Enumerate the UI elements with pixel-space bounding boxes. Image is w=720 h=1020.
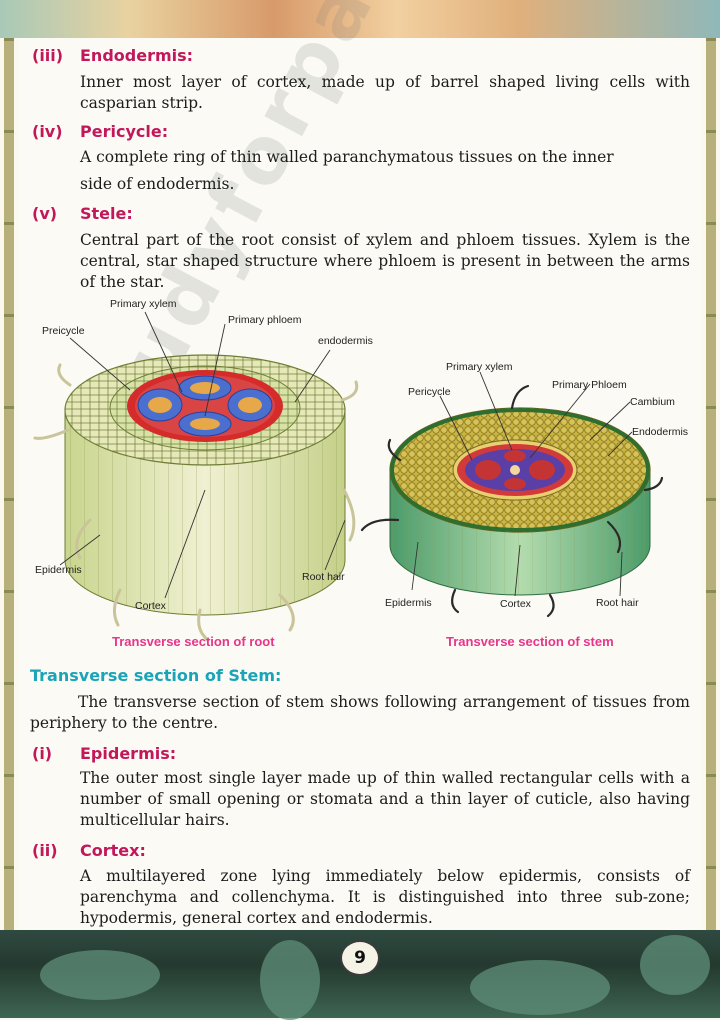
- right-bamboo-border: [706, 38, 716, 930]
- heading-cortex: Cortex:: [80, 841, 146, 860]
- cortex-text: A multilayered zone lying immediately be…: [80, 867, 690, 927]
- label-cortex-stem: Cortex: [500, 598, 532, 610]
- heading-pericycle: Pericycle:: [80, 122, 169, 141]
- label-primary-xylem-root: Primary xylem: [110, 298, 177, 310]
- caption-stem: Transverse section of stem: [446, 634, 614, 649]
- label-pericycle-root: Preicycle: [42, 325, 85, 337]
- item-number: (iii): [32, 46, 64, 65]
- left-bamboo-border: [4, 38, 14, 930]
- item-number: (ii): [32, 841, 58, 860]
- stem-cross-section: Primary xylem Primary Phloem Pericycle C…: [360, 361, 688, 649]
- section-title-stem: Transverse section of Stem:: [30, 666, 282, 685]
- tissue-cross-section-figures: Primary xylem Primary phloem Preicycle e…: [33, 298, 688, 649]
- pericycle-text-line2: side of endodermis.: [80, 175, 235, 193]
- heading-endodermis: Endodermis:: [80, 46, 194, 65]
- label-root-hair-stem: Root hair: [596, 597, 639, 609]
- label-primary-xylem-stem: Primary xylem: [446, 361, 513, 373]
- label-endodermis-stem: Endodermis: [632, 426, 688, 438]
- label-primary-phloem-stem: Primary Phloem: [552, 379, 627, 391]
- label-pericycle-stem: Pericycle: [408, 386, 451, 398]
- epidermis-text: The outer most single layer made up of t…: [80, 769, 690, 829]
- label-cortex-root: Cortex: [135, 600, 167, 612]
- label-epidermis-stem: Epidermis: [385, 597, 432, 609]
- page-number: 9: [340, 940, 380, 976]
- root-cross-section: Primary xylem Primary phloem Preicycle e…: [33, 298, 373, 649]
- label-endodermis-root: endodermis: [318, 335, 373, 347]
- pericycle-text-line1: A complete ring of thin walled paranchym…: [80, 148, 614, 166]
- endodermis-text: Inner most layer of cortex, made up of b…: [80, 73, 690, 112]
- item-number: (i): [32, 744, 53, 763]
- label-epidermis-root: Epidermis: [35, 564, 82, 576]
- heading-stele: Stele:: [80, 204, 133, 223]
- stem-intro-text: The transverse section of stem shows fol…: [30, 693, 690, 732]
- item-number: (iv): [32, 122, 63, 141]
- label-cambium-stem: Cambium: [630, 396, 675, 408]
- heading-epidermis: Epidermis:: [80, 744, 177, 763]
- item-number: (v): [32, 204, 58, 223]
- top-decorative-band: [0, 0, 720, 38]
- label-primary-phloem-root: Primary phloem: [228, 314, 302, 326]
- caption-root: Transverse section of root: [112, 634, 275, 649]
- label-root-hair-root: Root hair: [302, 571, 345, 583]
- stele-text: Central part of the root consist of xyle…: [80, 231, 690, 291]
